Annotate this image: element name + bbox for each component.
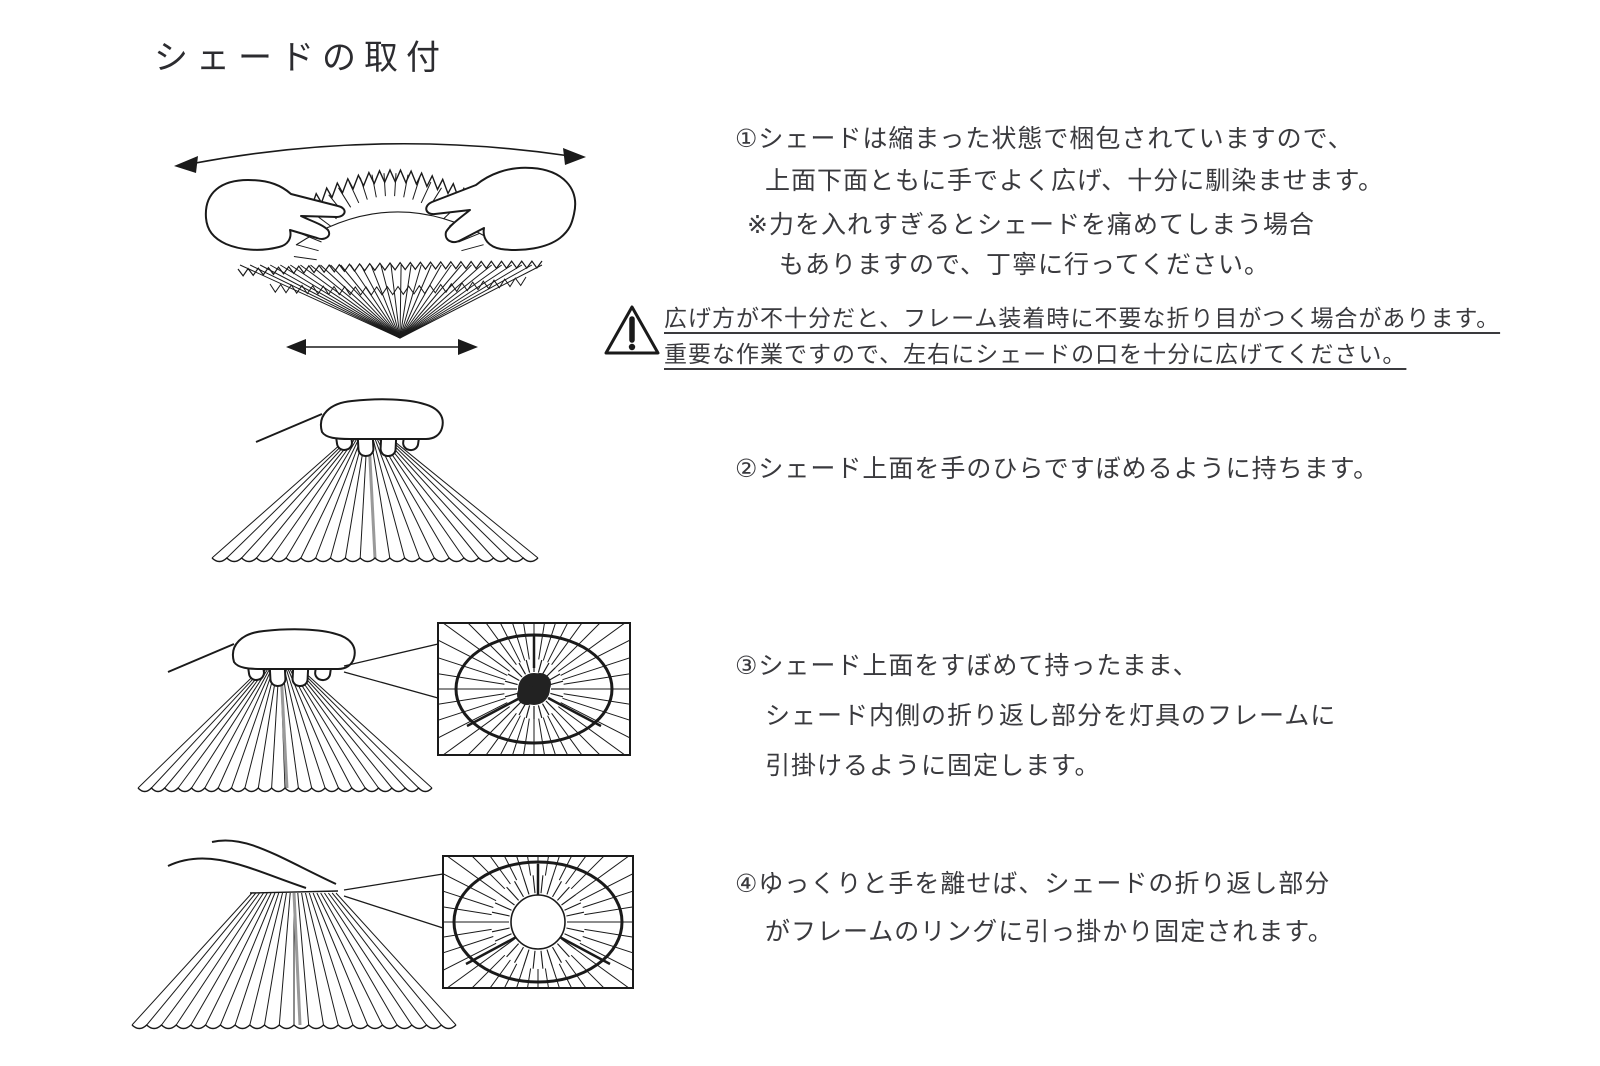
wrist-line: [255, 413, 323, 443]
illustration-hook-frame: [137, 622, 631, 793]
caution-note: ※力を入れすぎるとシェードを痛めてしまう場合 もありますので、丁寧に行ってくださ…: [747, 205, 1315, 285]
pleat-fan-bottom: [239, 264, 543, 339]
releasing-hand-lines: [167, 839, 337, 889]
right-hand: [425, 166, 577, 251]
illustration-hold-shade-top: [211, 398, 539, 563]
left-hand: [204, 179, 346, 251]
step3-line-2: シェード内側の折り返し部分を灯具のフレームに: [765, 702, 1337, 730]
magnifier-callout-lines: [343, 643, 439, 699]
note-line-2: もありますので、丁寧に行ってください。: [779, 251, 1271, 279]
step4-line-2: がフレームのリングに引っ掛かり固定されます。: [765, 918, 1334, 946]
cone-bottom-scallop: [211, 557, 539, 563]
pleat-overlap-zigzag: [269, 276, 527, 296]
step4-text: ④ゆっくりと手を離せば、シェードの折り返し部分 がフレームのリングに引っ掛かり固…: [735, 860, 1334, 956]
wrist-line: [167, 643, 235, 673]
frame-spokes: [465, 864, 611, 966]
magnified-inset-hooked: [437, 622, 631, 756]
magnifier-callout-lines: [343, 873, 444, 929]
step3-line-3: 引掛けるように固定します。: [765, 752, 1101, 780]
step2-line-1: ②シェード上面を手のひらですぼめるように持ちます。: [735, 455, 1380, 483]
frame-ring: [452, 860, 624, 984]
step2-text: ②シェード上面を手のひらですぼめるように持ちます。: [735, 448, 1379, 490]
cone-bottom-scallop: [137, 786, 433, 793]
magnified-inset-fixed: [442, 855, 634, 989]
center-pleat: [292, 892, 302, 1026]
illustration-shade-fixed: [131, 839, 634, 1030]
shade-rim-zigzag: [237, 260, 543, 277]
page-title: シェードの取付: [154, 39, 448, 77]
warning-line-2: 重要な作業ですので、左右にシェードの口を十分に広げてください。: [664, 341, 1407, 367]
note-line-1: ※力を入れすぎるとシェードを痛めてしまう場合: [747, 211, 1315, 239]
open-ring-hole: [510, 894, 566, 950]
stretch-arrow-horizontal-bottom: [286, 339, 478, 355]
warning-text: 広げ方が不十分だと、フレーム装着時に不要な折り目がつく場合があります。 重要な作…: [664, 300, 1500, 372]
cone-pleats: [131, 892, 457, 1026]
step1-line-2: 上面下面ともに手でよく広げ、十分に馴染ませます。: [765, 167, 1385, 195]
step1-line-1: ①シェードは縮まった状態で梱包されていますので、: [735, 125, 1354, 153]
illustration-stretch-shade: [174, 142, 586, 355]
step3-text: ③シェード上面をすぼめて持ったまま、 シェード内側の折り返し部分を灯具のフレーム…: [735, 641, 1336, 791]
warning-line-1: 広げ方が不十分だと、フレーム装着時に不要な折り目がつく場合があります。: [664, 305, 1501, 331]
hand-palm: [319, 398, 444, 440]
warning-triangle-icon: [604, 305, 660, 355]
cone-top-edge: [249, 890, 339, 894]
cone-bottom-scallop: [131, 1024, 457, 1030]
hand-palm: [231, 628, 356, 670]
frame-spokes: [466, 635, 602, 728]
step4-line-1: ④ゆっくりと手を離せば、シェードの折り返し部分: [735, 870, 1331, 898]
step1-text: ①シェードは縮まった状態で梱包されていますので、 上面下面ともに手でよく広げ、十…: [735, 118, 1384, 202]
step3-line-1: ③シェード上面をすぼめて持ったまま、: [735, 652, 1199, 680]
gathered-pleats-center: [517, 673, 551, 705]
stretch-arrow-horizontal-top: [174, 142, 586, 173]
